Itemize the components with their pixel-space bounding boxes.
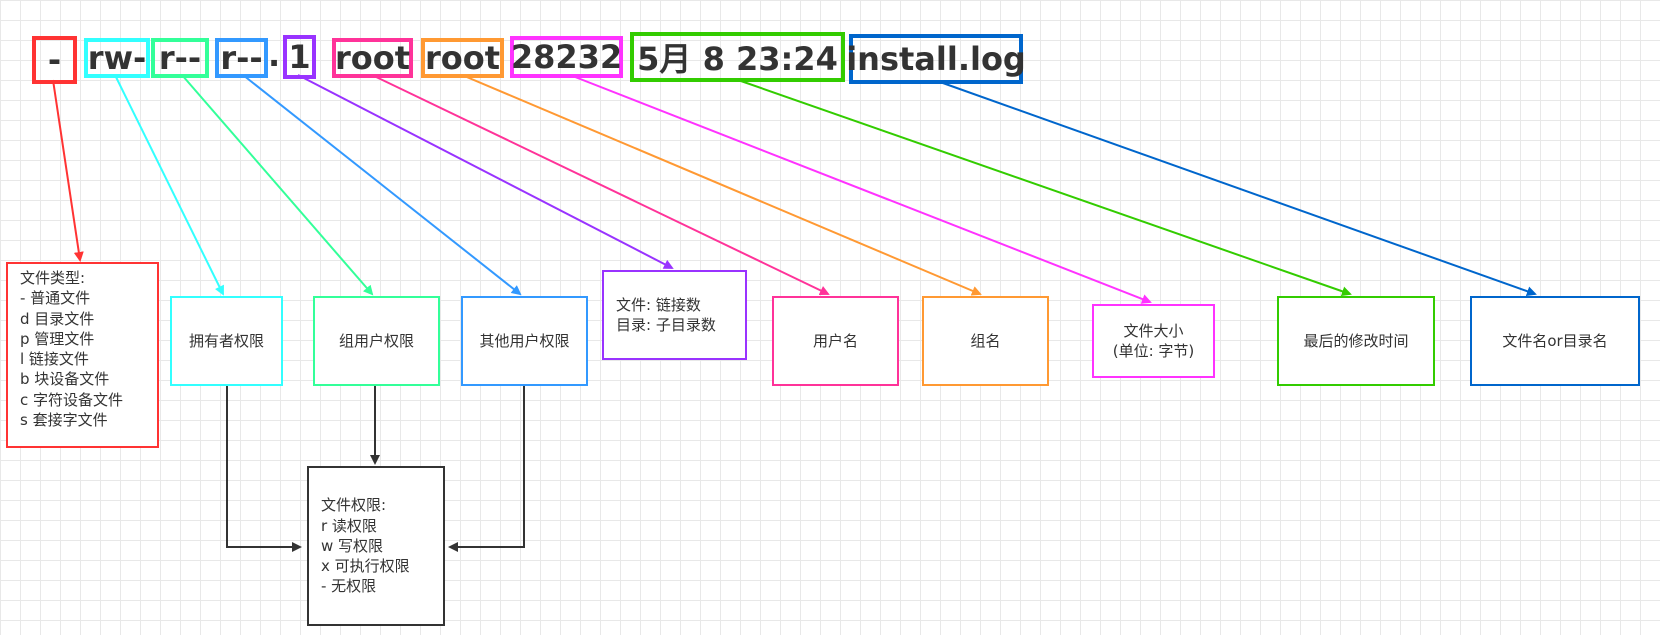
arrow-size: [569, 74, 1152, 304]
link-count-box: 文件: 链接数 目录: 子目录数: [602, 270, 747, 360]
token-link-count: 1: [283, 35, 316, 79]
username-box: 用户名: [772, 296, 899, 386]
token-other-perm: r--: [215, 38, 268, 78]
token-user: root: [332, 38, 413, 78]
filename-box: 文件名or目录名: [1470, 296, 1640, 386]
token-date: 5月 8 23:24: [630, 32, 845, 82]
arrow-others-to-perms: [448, 386, 525, 552]
arrow-owner-to-perms: [226, 386, 302, 552]
arrow-type: [52, 79, 84, 262]
arrow-links: [297, 74, 674, 269]
arrow-date: [737, 79, 1352, 297]
file-permissions-box: 文件权限: r 读权限 w 写权限 x 可执行权限 - 无权限: [307, 466, 445, 626]
token-owner-perm: rw-: [84, 38, 150, 78]
token-filename: install.log: [846, 34, 1026, 84]
arrow-filename: [939, 81, 1537, 297]
token-size: 28232: [510, 36, 623, 78]
arrow-user: [371, 74, 830, 296]
groupname-box: 组名: [922, 296, 1049, 386]
group-perm-box: 组用户权限: [313, 296, 440, 386]
arrow-others: [242, 74, 522, 296]
arrow-owner: [114, 74, 224, 296]
token-dot: .: [268, 36, 281, 74]
token-group: root: [421, 38, 504, 78]
arrow-group: [181, 74, 374, 296]
owner-perm-box: 拥有者权限: [170, 296, 283, 386]
token-group-perm: r--: [151, 38, 209, 78]
mtime-box: 最后的修改时间: [1277, 296, 1435, 386]
other-perm-box: 其他用户权限: [461, 296, 588, 386]
arrow-groupname: [461, 74, 982, 296]
file-size-box: 文件大小 (单位: 字节): [1092, 304, 1215, 378]
token-file-type: -: [32, 36, 77, 84]
file-type-box: 文件类型: - 普通文件 d 目录文件 p 管理文件 l 链接文件 b 块设备文…: [6, 262, 159, 448]
